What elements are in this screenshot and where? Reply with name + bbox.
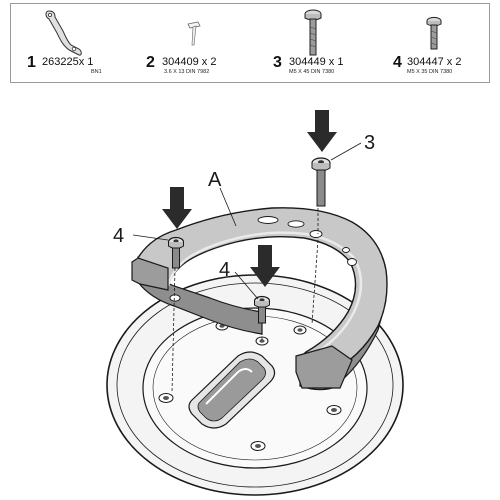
bolt-4-left: [167, 236, 185, 269]
part-code: 304449 x 1: [289, 56, 344, 68]
part-number: 1: [27, 54, 36, 71]
part-spec: M5 X 35 DIN 7380: [407, 69, 453, 75]
callout-3: 3: [364, 132, 375, 154]
arrow-down-icon: [250, 245, 280, 287]
callout-4-left: 4: [113, 225, 124, 247]
leader-lines: [132, 142, 362, 300]
part-spec: M5 X 45 DIN 7380: [289, 69, 335, 75]
part-spec: 3.6 X 13 DIN 7982: [164, 69, 210, 75]
tank-ring-a: [131, 207, 388, 391]
callout-4-center: 4: [219, 259, 230, 281]
part-code: 263225x 1: [42, 56, 94, 68]
part-number: 4: [393, 54, 402, 71]
short-bolt-icon: [426, 16, 442, 50]
label-a: A: [208, 169, 222, 191]
part-3: 3 304449 x 1 M5 X 45 DIN 7380: [273, 4, 383, 82]
bolt-4-center: [253, 295, 271, 324]
part-code: 304447 x 2: [407, 56, 462, 68]
part-spec: BN1: [91, 69, 102, 75]
part-1: 1 263225x 1 BN1: [21, 4, 131, 82]
part-2: 2 304409 x 2 3.6 X 13 DIN 7982: [146, 4, 261, 82]
part-number: 3: [273, 54, 282, 71]
parts-list: 1 263225x 1 BN1 2 304409 x 2 3.6 X 13 DI…: [10, 3, 490, 83]
filler-cap-handle: [188, 351, 276, 429]
bolt-3: [311, 157, 331, 207]
part-number: 2: [146, 54, 155, 71]
part-4: 4 304447 x 2 M5 X 35 DIN 7380: [391, 4, 489, 82]
flat-bracket-icon: [45, 10, 82, 56]
long-bolt-icon: [304, 9, 322, 56]
tank-cap-rim-inner: [116, 282, 394, 488]
alignment-lines: [171, 208, 319, 393]
part-code: 304409 x 2: [162, 56, 217, 68]
arrow-down-icon: [162, 187, 192, 229]
small-screw-icon: [187, 21, 201, 46]
arrow-down-icon: [307, 110, 337, 152]
